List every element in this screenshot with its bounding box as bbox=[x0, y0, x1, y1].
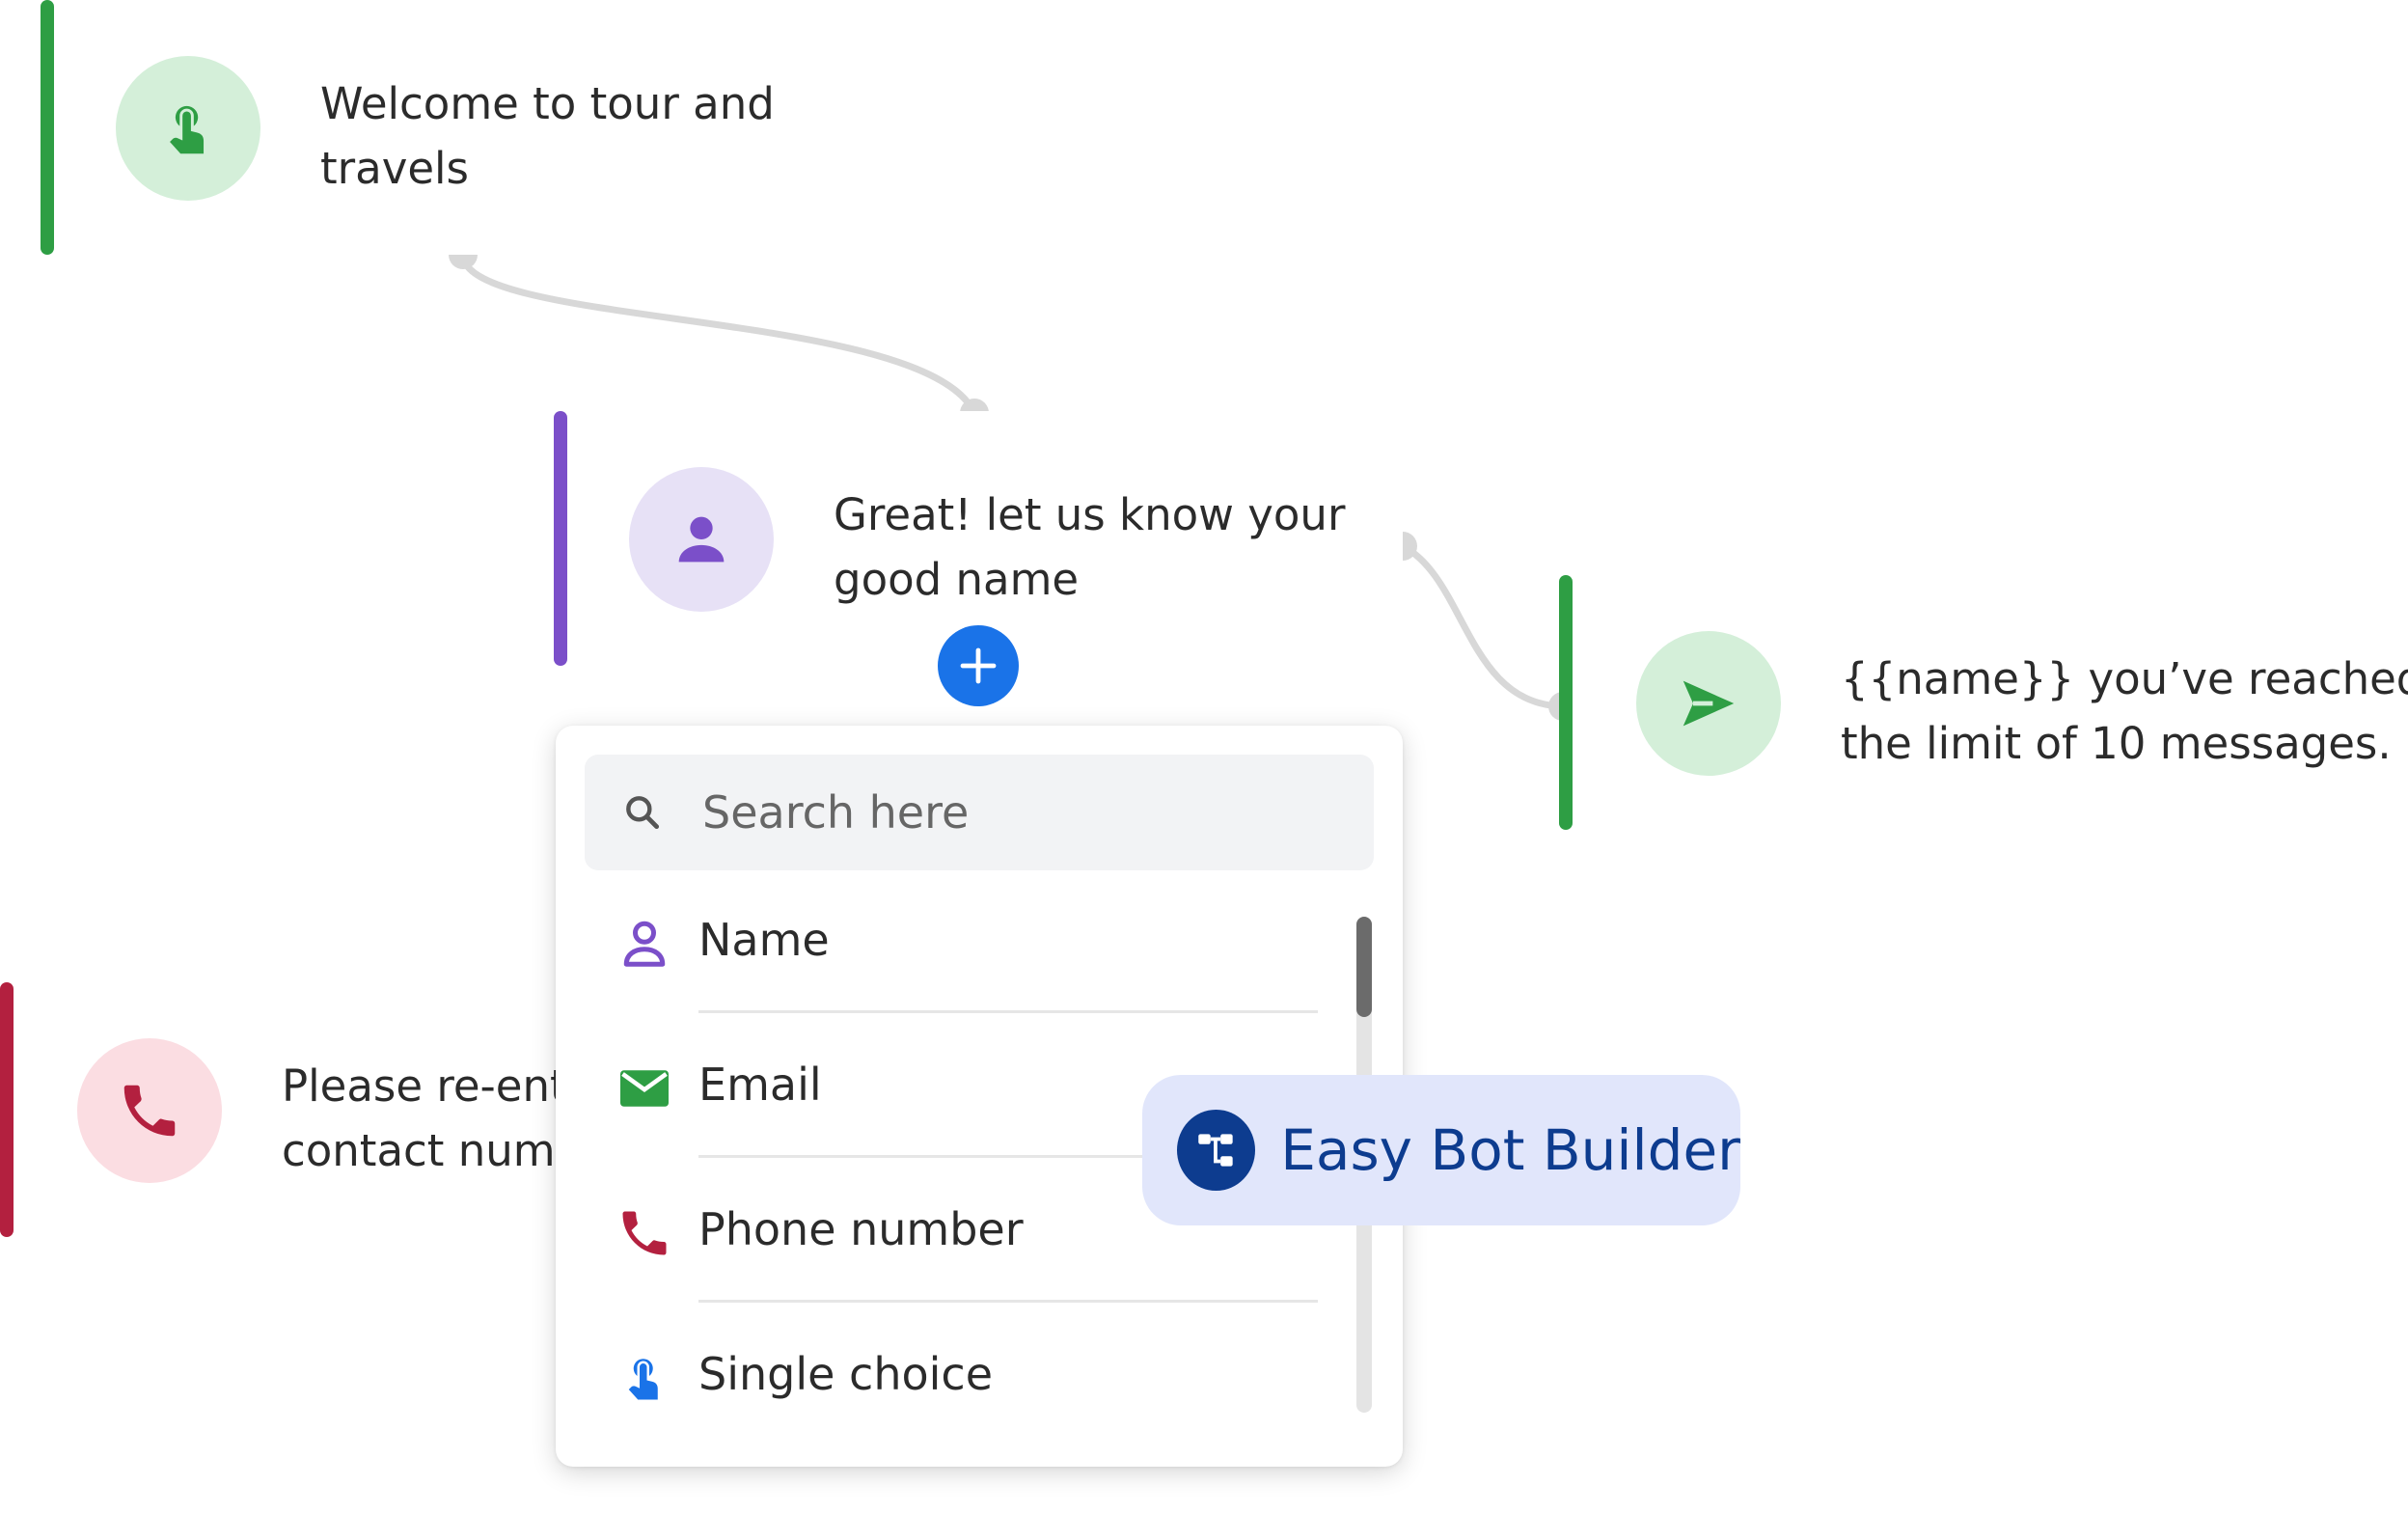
add-step-button[interactable] bbox=[938, 625, 1019, 706]
person-outline-icon bbox=[623, 921, 666, 967]
brand-badge: Easy Bot Builder bbox=[1142, 1075, 1740, 1225]
option-divider bbox=[698, 1300, 1318, 1303]
picker-option-label: Single choice bbox=[698, 1348, 993, 1400]
node-message-line: Welcome to tour and bbox=[320, 78, 775, 129]
phone-icon bbox=[622, 1211, 667, 1255]
picker-option-label: Name bbox=[698, 914, 830, 966]
person-icon bbox=[678, 516, 725, 563]
picker-option-single-choice[interactable]: Single choice bbox=[556, 1303, 1318, 1447]
node-message-line: Great! let us know your bbox=[834, 489, 1346, 540]
node-message-line: {{name}} you’ve reached bbox=[1841, 653, 2408, 704]
node-message: {{name}} you’ve reached the limit of 10 … bbox=[1841, 646, 2408, 776]
phone-icon bbox=[123, 1085, 176, 1137]
send-icon bbox=[1683, 680, 1735, 727]
node-accent-bar bbox=[554, 411, 567, 666]
node-accent-bar bbox=[0, 982, 14, 1237]
node-message: Great! let us know your good name bbox=[834, 482, 1393, 612]
node-icon-circle bbox=[116, 56, 260, 201]
picker-option-label: Phone number bbox=[698, 1203, 1024, 1255]
brand-name: Easy Bot Builder bbox=[1280, 1117, 1740, 1183]
tap-icon bbox=[628, 1359, 658, 1400]
node-accent-bar bbox=[1559, 575, 1573, 830]
step-type-picker: Name Email Phone number Single choice bbox=[556, 726, 1403, 1467]
picker-option-email[interactable]: Email bbox=[556, 1013, 1318, 1158]
node-accent-bar bbox=[41, 0, 54, 255]
plus-icon bbox=[960, 647, 997, 684]
node-message: Welcome to tour and travels bbox=[320, 71, 880, 201]
picker-option-phone-number[interactable]: Phone number bbox=[556, 1158, 1318, 1303]
node-icon-circle bbox=[1636, 631, 1781, 776]
node-welcome[interactable]: Welcome to tour and travels bbox=[41, 0, 889, 255]
picker-option-name[interactable]: Name bbox=[556, 868, 1318, 1013]
option-divider bbox=[698, 1155, 1318, 1158]
connector-welcome-to-name bbox=[459, 251, 978, 417]
node-icon-circle bbox=[77, 1038, 222, 1183]
picker-option-label: Email bbox=[698, 1059, 822, 1111]
option-divider bbox=[698, 1010, 1318, 1013]
connector-name-to-limit bbox=[1399, 542, 1567, 710]
brand-logo bbox=[1177, 1110, 1256, 1191]
single-choice-icon bbox=[170, 105, 205, 154]
search-input[interactable] bbox=[700, 785, 1322, 839]
node-name-question[interactable]: Great! let us know your good name bbox=[554, 411, 1403, 666]
flow-icon bbox=[1197, 1134, 1233, 1167]
node-message-line: good name bbox=[834, 554, 1080, 605]
node-message-line: the limit of 10 messages. bbox=[1841, 718, 2392, 769]
search-icon bbox=[626, 796, 660, 830]
node-limit-message[interactable]: {{name}} you’ve reached the limit of 10 … bbox=[1559, 575, 2408, 830]
scrollbar-thumb[interactable] bbox=[1356, 917, 1372, 1017]
node-icon-circle bbox=[629, 467, 774, 612]
node-message-line: travels bbox=[320, 143, 469, 194]
search-box[interactable] bbox=[585, 755, 1374, 870]
email-icon bbox=[620, 1070, 669, 1107]
